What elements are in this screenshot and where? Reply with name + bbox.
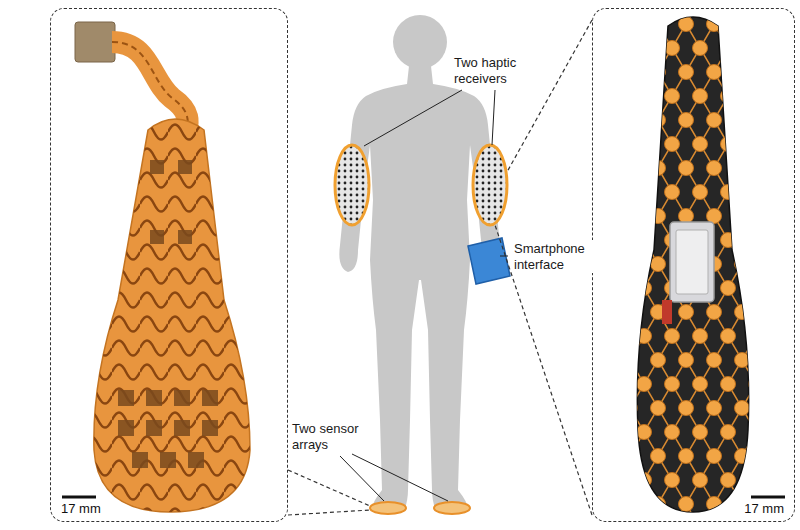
circuit-board bbox=[662, 300, 672, 324]
callout-line bbox=[288, 470, 370, 506]
sensor-pads bbox=[118, 160, 218, 468]
leader-line bbox=[500, 256, 508, 257]
sensor-array bbox=[370, 502, 406, 514]
callout-line bbox=[507, 20, 592, 172]
scale-bar bbox=[751, 496, 785, 499]
insole-base bbox=[637, 17, 748, 512]
battery bbox=[670, 222, 714, 302]
sensor-pad bbox=[174, 420, 190, 436]
image-panel: 17 mm bbox=[592, 8, 795, 522]
callout-line bbox=[288, 510, 370, 515]
image-panel: 17 mm bbox=[50, 8, 288, 522]
smartphone bbox=[468, 238, 510, 284]
sensor-pad bbox=[202, 420, 218, 436]
connector-pad bbox=[75, 22, 115, 62]
sensor-pad bbox=[178, 160, 192, 174]
haptic-receiver bbox=[335, 145, 369, 225]
actuator-array bbox=[637, 17, 748, 512]
sensor-pad bbox=[118, 420, 134, 436]
sensor-pad bbox=[132, 452, 148, 468]
sensor-pad bbox=[160, 452, 176, 468]
leader-line bbox=[492, 90, 495, 145]
sensor-pad bbox=[150, 230, 164, 244]
sensor-pad bbox=[188, 452, 204, 468]
haptic-insole bbox=[637, 17, 785, 512]
serpentine-traces bbox=[94, 119, 250, 512]
sensor-pad bbox=[146, 420, 162, 436]
callout-label: Two sensor arrays bbox=[290, 420, 368, 453]
callout-label: Two haptic receivers bbox=[452, 54, 528, 87]
scale-label: 17 mm bbox=[744, 501, 784, 517]
sensor-pad bbox=[118, 390, 134, 406]
leader-line bbox=[340, 456, 384, 501]
head bbox=[393, 15, 447, 69]
scale-label: 17 mm bbox=[61, 501, 101, 517]
scale-bar bbox=[62, 496, 96, 499]
haptic-receiver bbox=[473, 145, 507, 225]
sensor-insole bbox=[62, 22, 250, 512]
sensor-pad bbox=[178, 230, 192, 244]
sensor-array bbox=[434, 502, 470, 514]
sensor-pad bbox=[174, 390, 190, 406]
leader-line bbox=[352, 454, 448, 501]
battery-label bbox=[676, 230, 708, 294]
haptic-receiver bbox=[473, 145, 507, 225]
callout-label: Smartphone interface bbox=[512, 240, 594, 273]
sensor-pad bbox=[146, 390, 162, 406]
insole-substrate bbox=[94, 119, 250, 512]
sensor-pad bbox=[202, 390, 218, 406]
haptic-receiver bbox=[335, 145, 369, 225]
leader-line bbox=[364, 90, 462, 146]
sensor-pad bbox=[150, 160, 164, 174]
